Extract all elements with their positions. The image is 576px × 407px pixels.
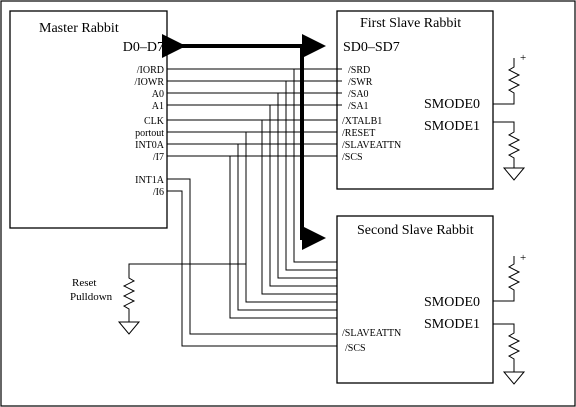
slave2-smode0: SMODE0 <box>424 295 480 310</box>
wire-reset-pulldown <box>128 263 246 272</box>
wire-clk-slave2 <box>261 120 337 295</box>
first-slave-box <box>336 10 494 190</box>
slave1-smode0: SMODE0 <box>424 97 480 112</box>
wire-a1-slave2 <box>269 105 337 287</box>
slave1-title: First Slave Rabbit <box>360 16 461 31</box>
slave1-pin-xtalb1: /XTALB1 <box>342 116 382 127</box>
wire-a0-slave2 <box>277 93 337 279</box>
master-pin-i6: /I6 <box>153 187 164 198</box>
wire-iord-slave2 <box>293 69 337 263</box>
master-pin-iord: /IORD <box>137 65 164 76</box>
slave2-pullup-resistor <box>493 256 521 302</box>
slave1-pulldown-resistor <box>493 121 521 168</box>
master-bus-label: D0–D7 <box>123 40 164 55</box>
pulldown-resistor <box>122 272 136 322</box>
master-pin-int0a: INT0A <box>135 140 165 151</box>
reset-label-line2: Pulldown <box>70 291 113 303</box>
bus-to-slave2 <box>300 46 326 250</box>
reset-label-line1: Reset <box>72 277 96 289</box>
slave2-plus-label: + <box>520 252 526 264</box>
reset-pulldown: Reset Pulldown <box>70 272 141 335</box>
slave1-ground-symbol <box>502 167 526 181</box>
slave1-pin-reset: /RESET <box>342 128 375 139</box>
slave1-pin-srd: /SRD <box>348 65 370 76</box>
slave1-bus-label: SD0–SD7 <box>343 40 400 55</box>
slave1-pullup-resistor <box>493 58 521 105</box>
master-pin-i7: /I7 <box>153 152 164 163</box>
wire-int0a-branch <box>237 144 337 311</box>
wire-i6 <box>167 190 337 347</box>
ground-symbol <box>117 321 141 335</box>
master-pin-iowr: /IOWR <box>135 77 165 88</box>
slave1-pin-slaveattn: /SLAVEATTN <box>342 140 401 151</box>
second-slave-box <box>336 215 494 384</box>
master-rabbit: Master Rabbit D0–D7 /IORD /IOWR A0 A1 CL… <box>9 10 168 229</box>
slave2-pin-scs: /SCS <box>345 343 366 354</box>
slave2-title: Second Slave Rabbit <box>357 223 474 238</box>
slave1-mode-straps: + <box>493 52 526 181</box>
slave1-pin-sa0: /SA0 <box>348 89 369 100</box>
slave2-pulldown-resistor <box>493 323 521 372</box>
master-title: Master Rabbit <box>39 21 119 36</box>
master-pin-clk: CLK <box>144 116 165 127</box>
second-slave-rabbit: Second Slave Rabbit /SLAVEATTN /SCS SMOD… <box>336 215 494 384</box>
master-pin-int1a: INT1A <box>135 175 165 186</box>
wire-i7-branch <box>229 156 337 319</box>
slave2-smode1: SMODE1 <box>424 317 480 332</box>
wire-int1a <box>167 178 337 335</box>
slave1-pin-scs: /SCS <box>342 152 363 163</box>
slave2-pin-slaveattn: /SLAVEATTN <box>342 328 401 339</box>
wire-portout-slave2 <box>245 132 337 303</box>
slave1-pin-swr: /SWR <box>348 77 373 88</box>
data-bus <box>162 34 326 250</box>
control-wiring <box>128 68 342 347</box>
master-pin-portout: portout <box>135 128 164 139</box>
slave1-pin-sa1: /SA1 <box>348 101 369 112</box>
first-slave-rabbit: First Slave Rabbit SD0–SD7 /SRD /SWR /SA… <box>336 10 494 190</box>
slave2-ground-symbol <box>502 371 526 385</box>
master-pin-a0: A0 <box>152 89 164 100</box>
slave1-smode1: SMODE1 <box>424 119 480 134</box>
master-rabbit-box <box>9 10 168 229</box>
slave1-plus-label: + <box>520 52 526 64</box>
slave2-mode-straps: + <box>493 252 526 385</box>
master-pin-a1: A1 <box>152 101 164 112</box>
